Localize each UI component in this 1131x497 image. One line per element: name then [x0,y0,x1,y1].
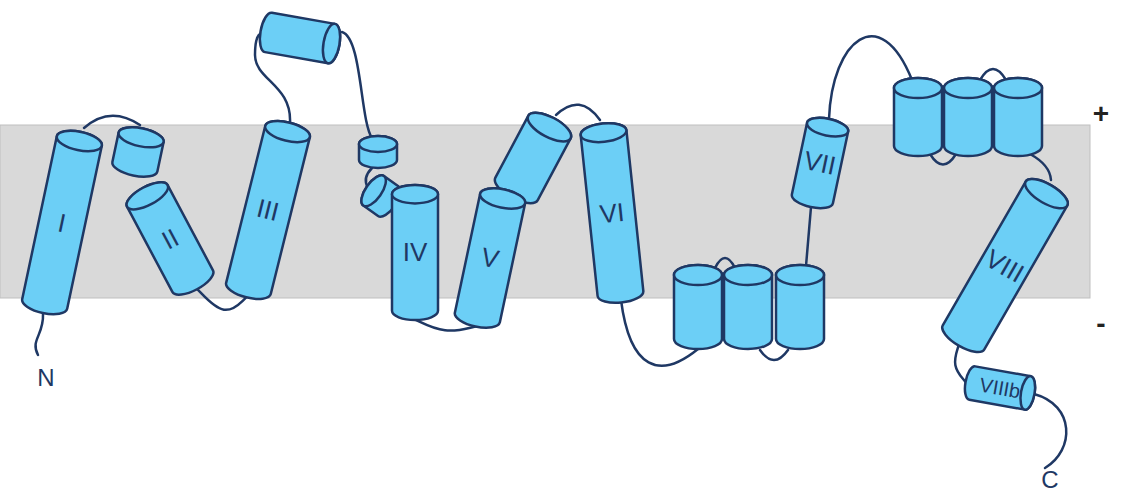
helix-cylinder [776,265,824,349]
helix-cylinder [894,78,942,156]
helix-label: VII [802,147,839,179]
loop [930,154,956,165]
loop [342,32,372,138]
loop [806,207,811,266]
terminus-label: N [37,366,54,390]
helix-body [123,176,218,299]
helix-cylinder [724,265,772,349]
c-tail [1034,394,1066,468]
helix-body [453,185,527,332]
helix-cylinder: IV [392,185,438,320]
helix-body [257,11,343,64]
helix-cap [1021,173,1072,214]
terminus-label: C [1041,468,1058,492]
charge-sign: + [1093,100,1109,128]
helix-body [674,265,722,349]
helix-body [894,78,942,156]
helix-cap [478,185,527,213]
charge-sign: - [1096,310,1105,338]
helix-body [938,173,1072,357]
loop [1030,154,1051,180]
helix-cylinder [257,11,343,64]
loop [760,350,788,360]
helix-cap [392,185,438,203]
helix-cap [944,78,992,98]
helix-body [724,265,772,349]
helix-cap [994,78,1042,98]
helix-cap [674,265,722,285]
loop [556,105,600,120]
helix-cap [123,176,172,214]
helix-cap [357,172,391,211]
helix-body [580,121,645,305]
helix-cap [359,136,397,152]
helix-body [111,124,166,181]
helix-cap [320,22,343,64]
helix-body [392,185,438,320]
helices [111,11,1042,349]
loop [980,69,1006,80]
helix-body [790,115,850,212]
helix-body [994,78,1042,156]
helix-body [944,78,992,156]
helix-cylinder: VIIIb [963,365,1038,411]
helix-cylinder [674,265,722,349]
helix-cap [776,265,824,285]
helix-body [224,117,312,303]
helix-cap [263,117,312,146]
helix-cap [1018,375,1037,411]
helix-cap [805,115,850,140]
helix-body [359,136,397,168]
helix-cap [580,121,628,144]
loops [36,32,1067,468]
helix-body [776,265,824,349]
helix-cylinder [359,136,397,168]
helix-label: VI [598,199,625,227]
helix-cap [117,124,166,151]
helix-body [963,365,1038,411]
loop-connector [955,345,965,382]
helix-cap [55,127,104,155]
helix-cap [724,265,772,285]
helix-cylinder [111,124,166,181]
helix-cylinder [994,78,1042,156]
helix-cap [524,107,576,147]
helix-cylinder [944,78,992,156]
helix-body [20,127,103,318]
helix-cap [894,78,942,98]
n-tail [36,314,44,355]
helix-label: IV [403,239,428,265]
